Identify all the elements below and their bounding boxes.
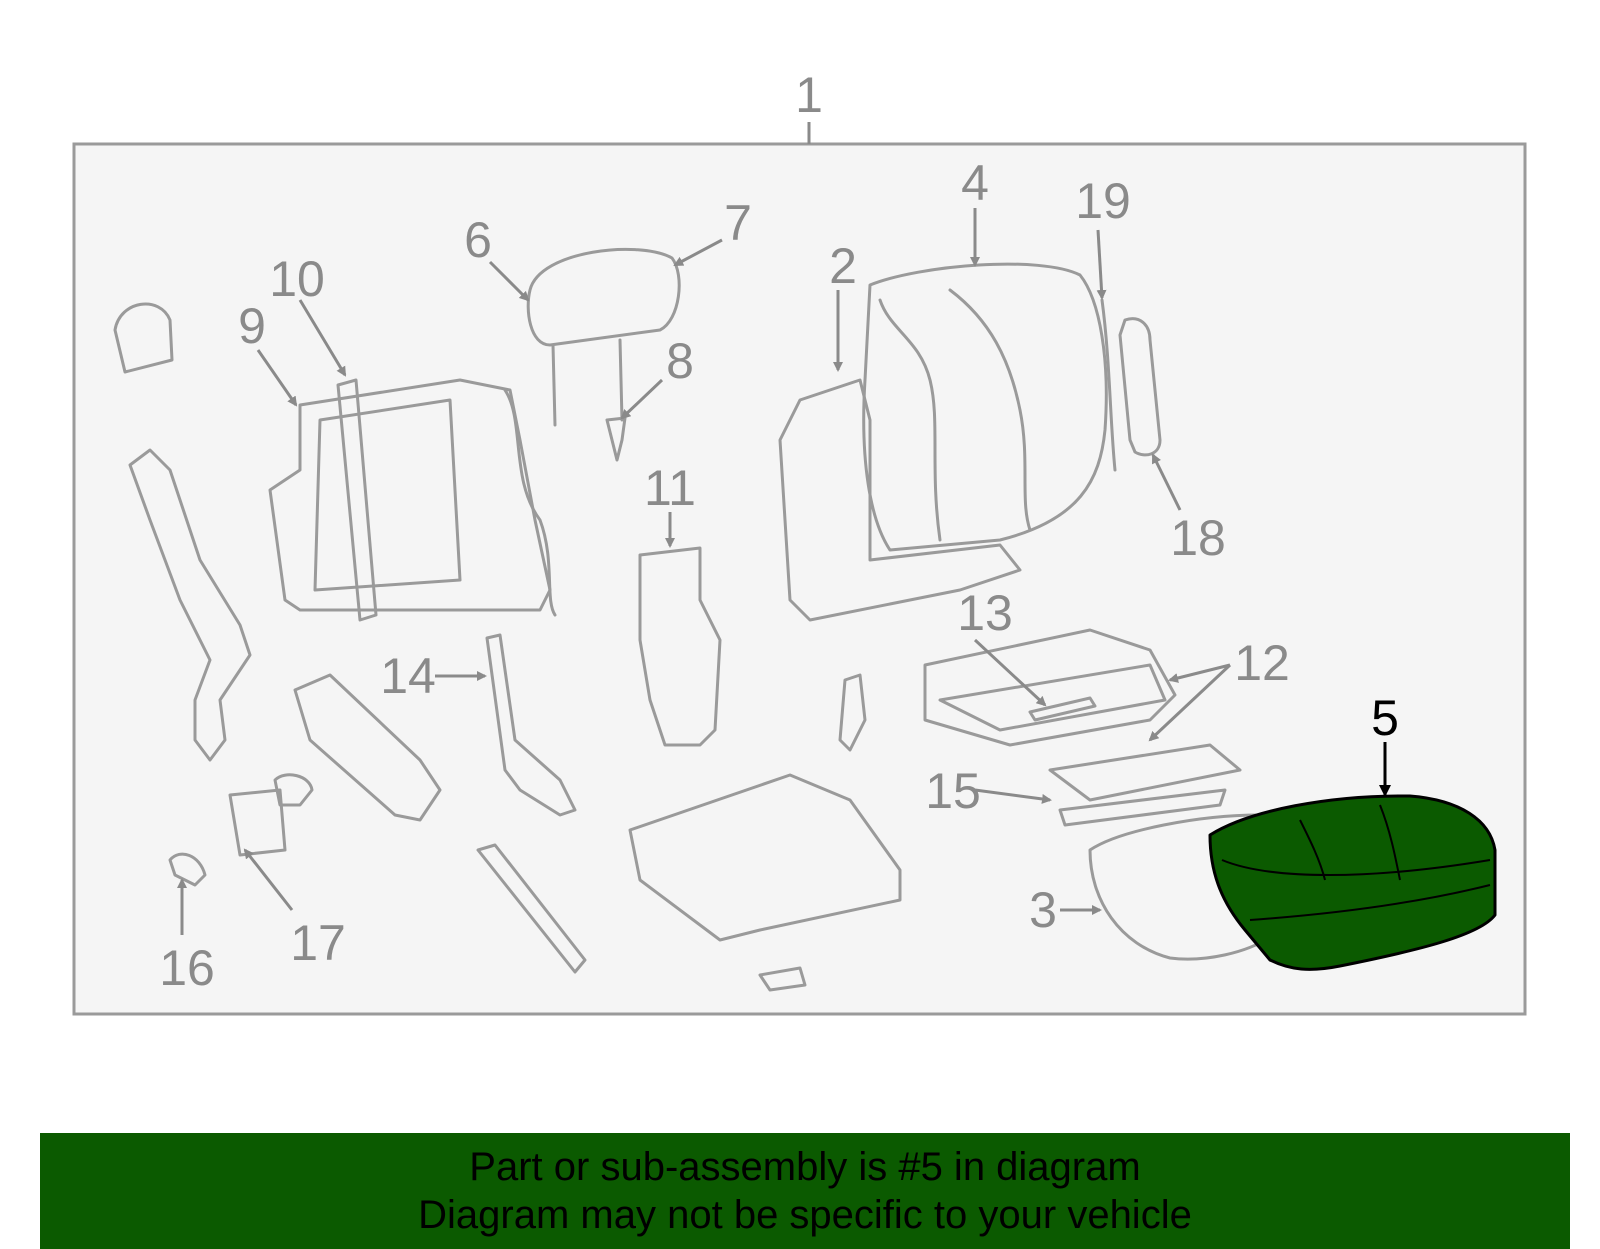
leader-9 [256, 349, 298, 407]
part-6-headrest [526, 247, 681, 427]
banner-line-1: Part or sub-assembly is #5 in diagram [469, 1145, 1141, 1189]
part-bracket-small [758, 966, 807, 992]
callout-15: 15 [925, 763, 981, 819]
banner-line-2: Diagram may not be specific to your vehi… [418, 1193, 1192, 1237]
callout-16: 16 [159, 940, 215, 996]
part-latch [838, 673, 867, 752]
callout-14: 14 [380, 648, 436, 704]
leader-10 [298, 299, 347, 377]
leader-17 [243, 848, 294, 911]
leader-8 [620, 378, 664, 420]
leader-7 [673, 238, 723, 267]
part-11-lumbar [638, 546, 722, 747]
part-knob [273, 773, 314, 807]
part-4-seatback-cover [862, 262, 1108, 552]
part-cap [113, 302, 174, 374]
callout-7: 7 [724, 195, 752, 251]
callout-18: 18 [1170, 510, 1226, 566]
callout-12: 12 [1234, 635, 1290, 691]
part-9-seatback-frame [268, 378, 557, 617]
callout-1: 1 [795, 67, 823, 123]
part-5-cushion-cover-highlighted [1208, 794, 1497, 971]
leader-15 [974, 788, 1052, 804]
part-18-panel [1118, 317, 1162, 457]
part-seat-adjuster [628, 773, 902, 942]
part-19-rod [1100, 298, 1117, 472]
callout-10: 10 [269, 251, 325, 307]
part-side-shield [293, 673, 442, 822]
callout-6: 6 [464, 212, 492, 268]
callout-3: 3 [1029, 882, 1057, 938]
leader-12b [1148, 663, 1232, 742]
callout-9: 9 [238, 298, 266, 354]
part-3-cushion-pad [1088, 813, 1282, 961]
callout-11: 11 [644, 460, 696, 516]
leader-18 [1151, 453, 1182, 511]
callout-4: 4 [961, 155, 989, 211]
part-14-bracket [485, 633, 577, 817]
part-16-cap [168, 852, 207, 887]
part-13-tube [1028, 696, 1097, 722]
leader-6 [488, 260, 530, 302]
part-side-rail [128, 448, 252, 762]
leader-12a [1168, 663, 1231, 683]
leader-13 [973, 638, 1047, 707]
callout-19: 19 [1075, 173, 1131, 229]
part-10-bar [336, 378, 378, 622]
callout-5: 5 [1371, 690, 1399, 746]
part-17-switch [228, 788, 287, 857]
part-12-cushion-frame [923, 628, 1177, 747]
info-banner: Part or sub-assembly is #5 in diagram Di… [40, 1133, 1570, 1249]
callout-17: 17 [290, 915, 346, 971]
callout-2: 2 [829, 238, 857, 294]
callout-8: 8 [666, 333, 694, 389]
leader-19 [1096, 229, 1107, 300]
part-15-spring-mat [1048, 743, 1242, 827]
part-lower-rail [476, 843, 587, 974]
callout-13: 13 [957, 585, 1013, 641]
part-2-seatback-pad [778, 378, 1022, 622]
